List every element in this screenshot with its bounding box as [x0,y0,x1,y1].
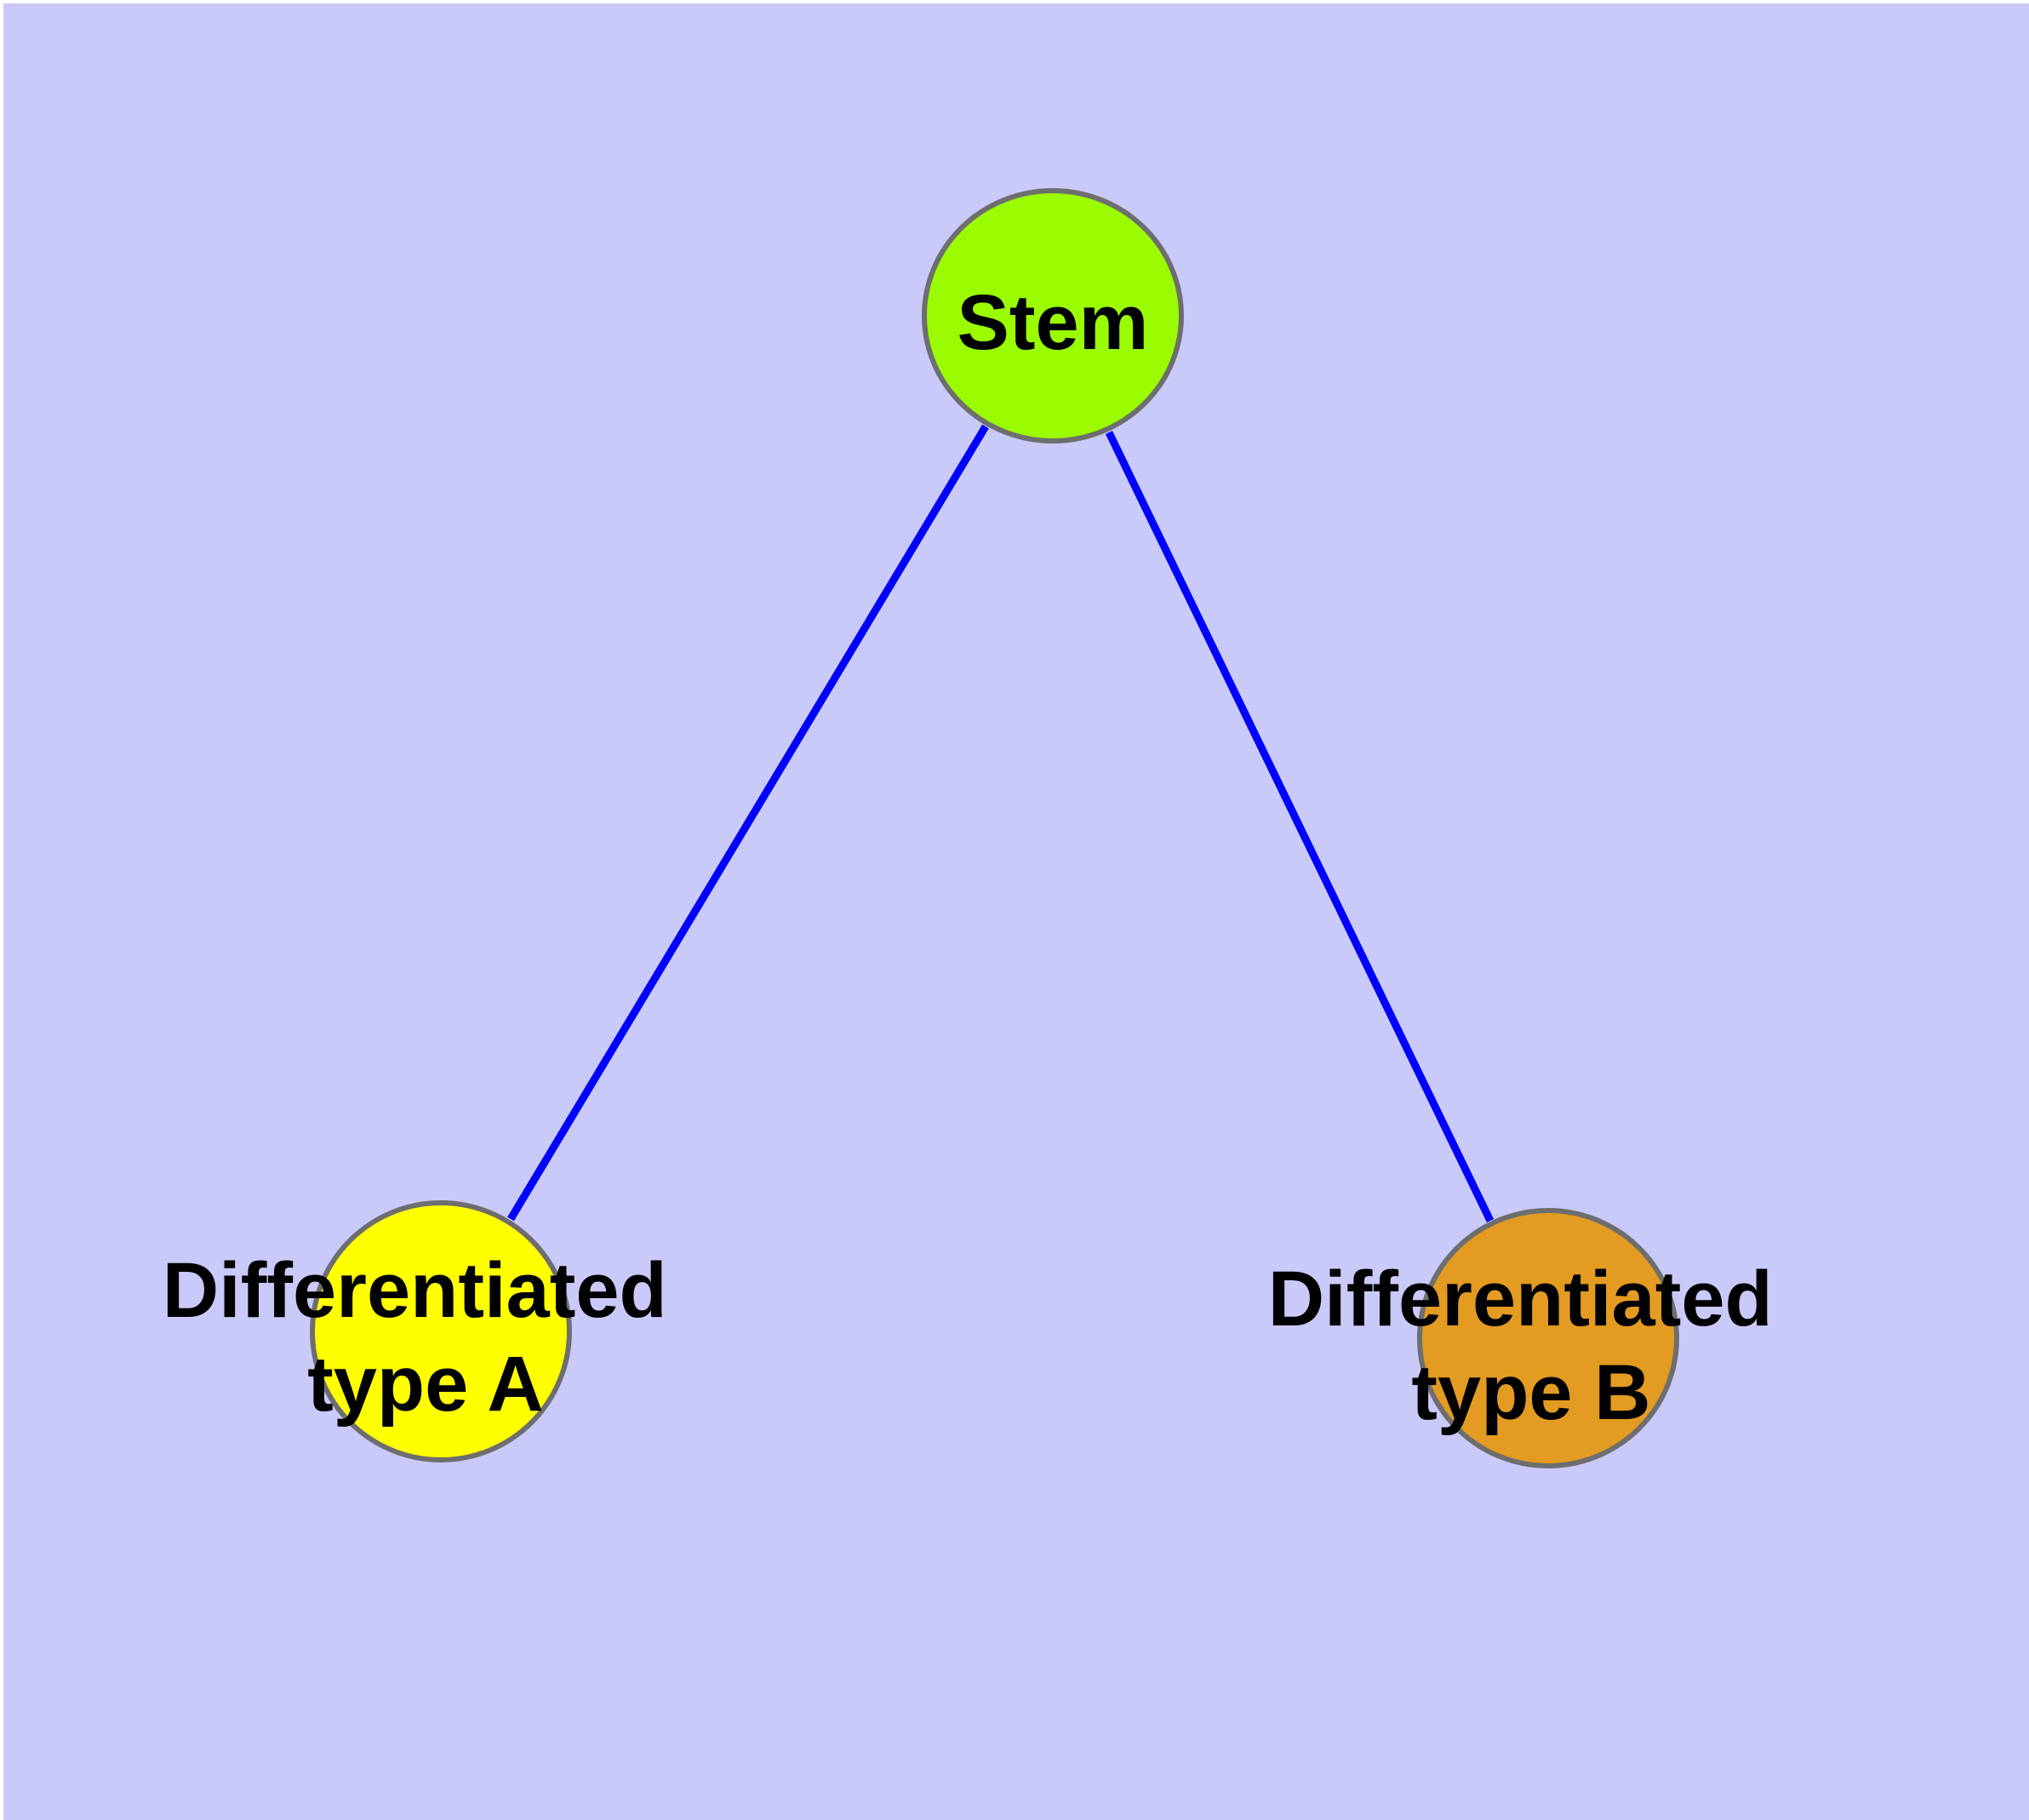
type-b-label: Differentiated type B [1268,1256,1795,1436]
type-b-circle [1417,1208,1679,1468]
edge-layer [507,424,1495,1222]
type-b-label-line-1: Differentiated [1268,1256,1773,1342]
edge-stem-to-type-a [507,424,989,1222]
type-a-label: Differentiated type A [163,1247,689,1428]
type-a-circle [310,1200,572,1462]
edge-stem-to-type-b [1105,431,1495,1222]
node-differentiated-type-b[interactable]: Differentiated type B [1268,1208,1795,1468]
node-differentiated-type-a[interactable]: Differentiated type A [163,1200,689,1462]
stem-label: Stem [957,279,1149,366]
type-b-label-line-2: type B [1411,1349,1650,1436]
node-stem[interactable]: Stem [922,188,1184,444]
type-a-label-line-1: Differentiated [163,1247,667,1334]
stem-circle [922,188,1184,444]
type-a-label-line-2: type A [307,1341,544,1428]
